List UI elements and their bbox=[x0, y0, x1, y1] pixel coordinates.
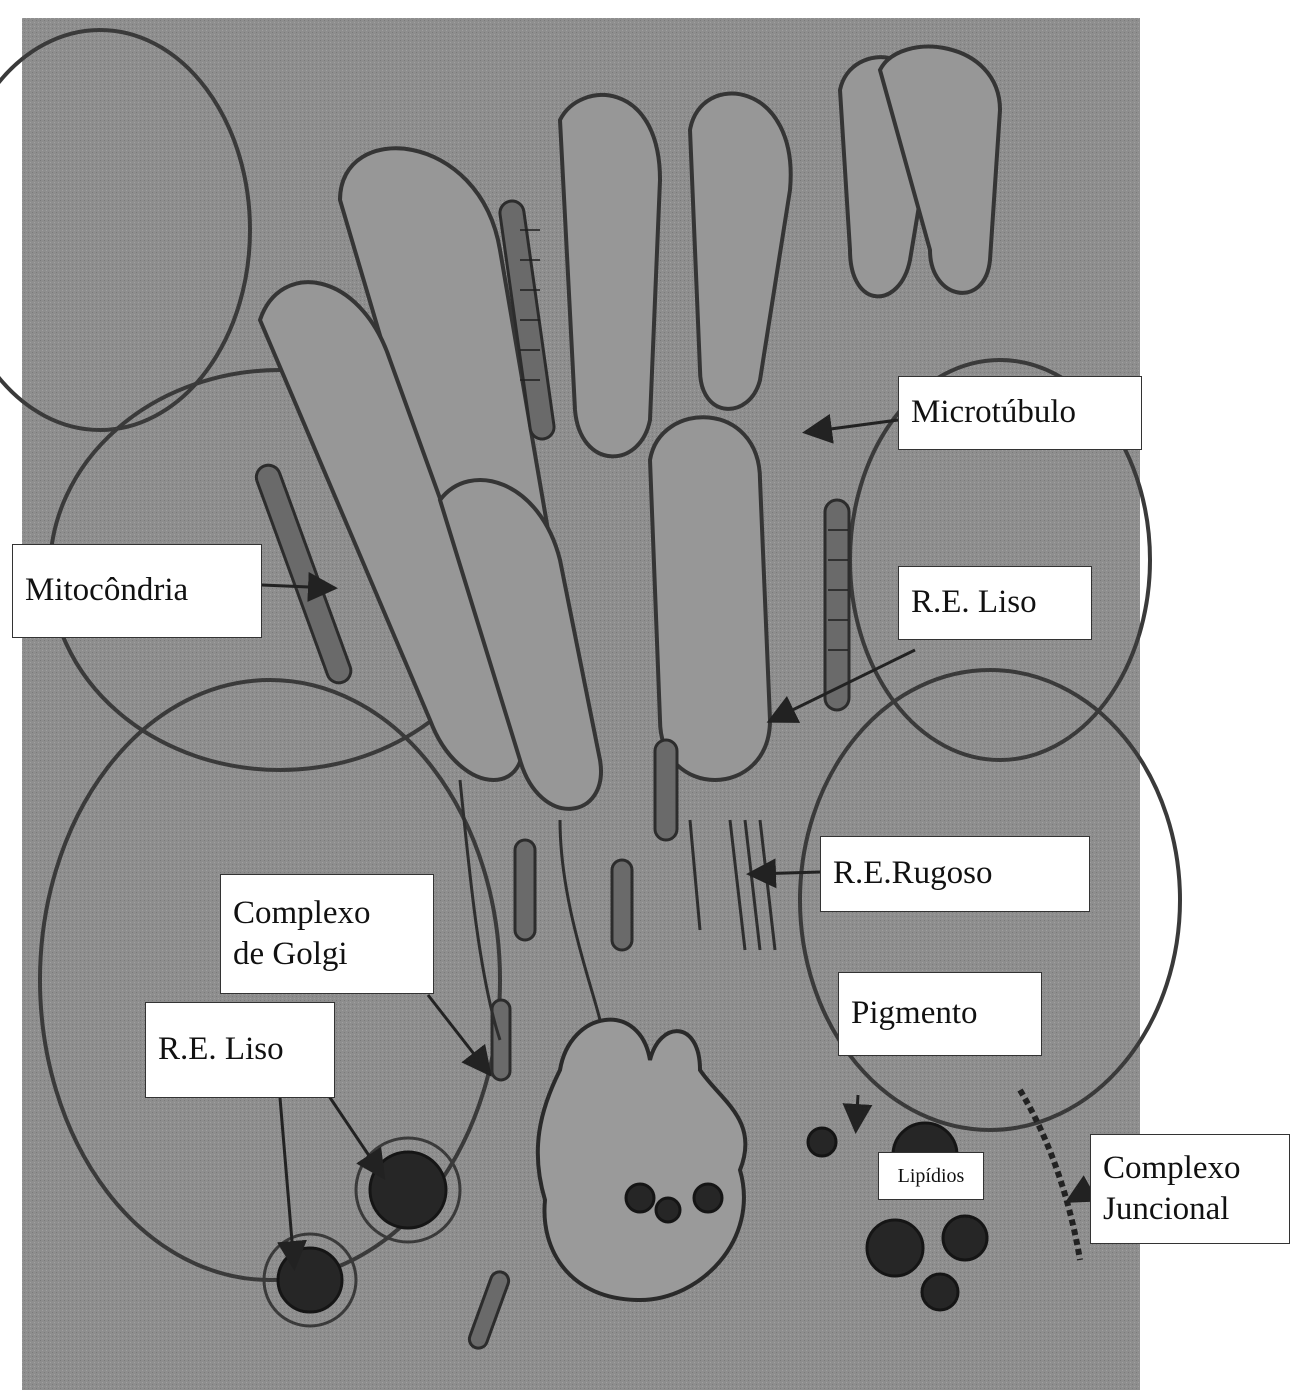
label-re-liso-left: R.E. Liso bbox=[145, 1002, 335, 1098]
label-microtubulo: Microtúbulo bbox=[898, 376, 1142, 450]
label-lipidios: Lipídios bbox=[878, 1152, 984, 1200]
label-re-liso-right: R.E. Liso bbox=[898, 566, 1092, 640]
label-mitocondria: Mitocôndria bbox=[12, 544, 262, 638]
label-pigmento: Pigmento bbox=[838, 972, 1042, 1056]
label-complexo-golgi: Complexo de Golgi bbox=[220, 874, 434, 994]
label-re-rugoso: R.E.Rugoso bbox=[820, 836, 1090, 912]
label-complexo-juncional: Complexo Juncional bbox=[1090, 1134, 1290, 1244]
